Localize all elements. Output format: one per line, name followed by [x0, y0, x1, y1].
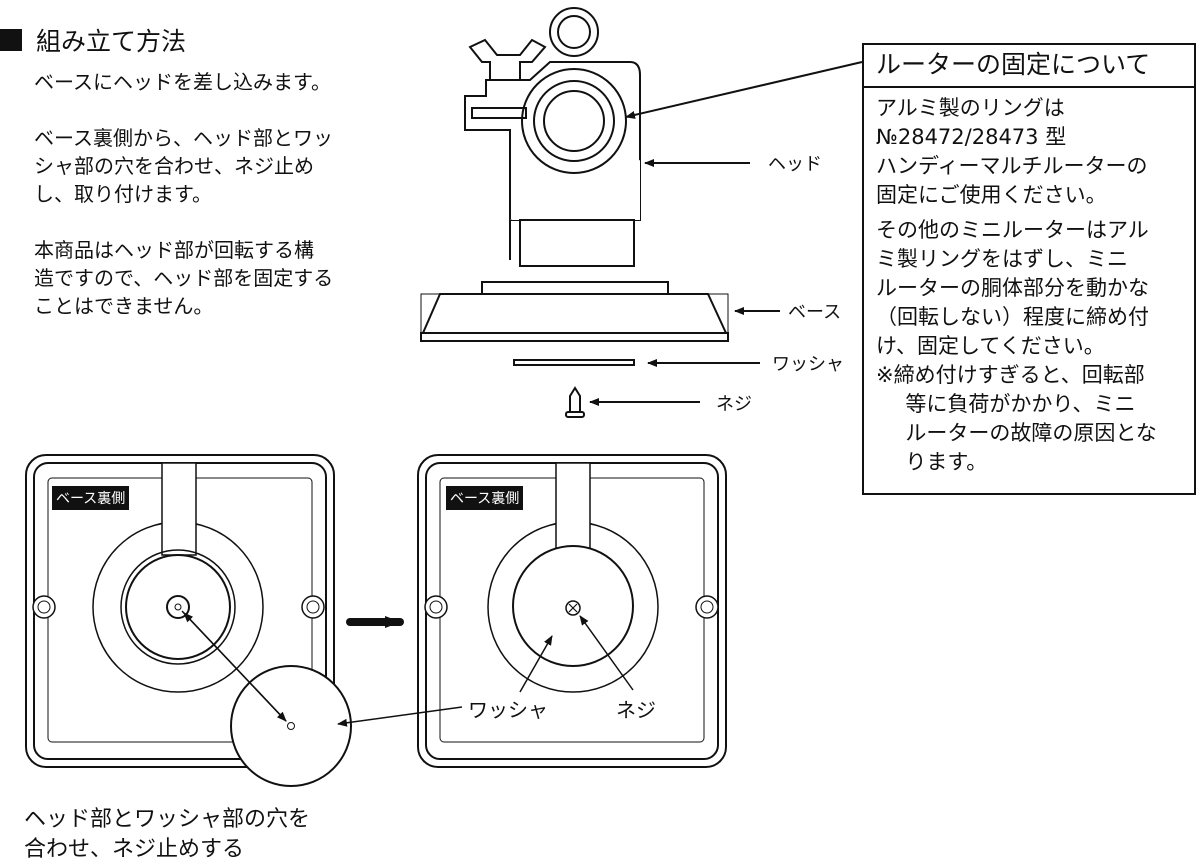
instruction-3: 本商品はヘッド部が回転する構 造ですので、ヘッド部を固定する ことはできません。 [34, 238, 334, 318]
hanging-ring [549, 7, 599, 57]
note-paragraph-2: その他のミニルーターはアル ミ製リングをはずし、ミニ ルーターの胴体部分を動かな… [876, 218, 1149, 358]
label-washer: ワッシャ [772, 354, 844, 375]
bottom-caption: ヘッド部とワッシャ部の穴を 合わせ、ネジ止めする [24, 807, 311, 862]
section-title-text: 組み立て方法 [36, 27, 187, 56]
instruction-2: ベース裏側から、ヘッド部とワッ シャ部の穴を合わせ、ネジ止め し、取り付けます。 [34, 126, 333, 206]
washer-part [513, 359, 635, 366]
base-bottom-view-2 [417, 454, 727, 768]
aluminum-ring [521, 68, 627, 174]
base-back-badge-2: ベース裏側 [446, 486, 524, 510]
label-screw: ネジ [716, 394, 752, 415]
label-base: ベース [788, 302, 842, 323]
washer-detail-circle [230, 665, 352, 787]
label-head: ヘッド [768, 154, 822, 175]
washer-installed [512, 545, 634, 667]
note-title: ルーターの固定について [864, 45, 1194, 88]
base-back-badge-1: ベース裏側 [52, 486, 130, 510]
label-washer-bottom: ワッシャ [468, 698, 548, 722]
wing-nut [468, 38, 547, 81]
black-square-icon [0, 29, 22, 51]
note-warning: ※締め付けすぎると、回転部 等に負荷がかかり、ミニ ルーターの故障の原因とな り… [876, 363, 1157, 474]
head-shaft [519, 219, 635, 267]
head-part [464, 7, 641, 267]
screw-head-icon [565, 600, 581, 616]
base-bottom-view-1 [25, 454, 352, 787]
section-title: 組み立て方法 [0, 22, 186, 58]
screw-icon [565, 386, 585, 418]
label-screw-bottom: ネジ [616, 698, 656, 722]
note-paragraph-1: アルミ製のリングは №28472/28473 型 ハンディーマルチルーターの 固… [876, 96, 1148, 207]
ring-callout-arrow [625, 61, 863, 119]
router-fixing-note: ルーターの固定について アルミ製のリングは №28472/28473 型 ハンデ… [862, 43, 1196, 495]
base-part [420, 281, 729, 342]
instruction-1: ベースにヘッドを差し込みます。 [34, 70, 331, 94]
